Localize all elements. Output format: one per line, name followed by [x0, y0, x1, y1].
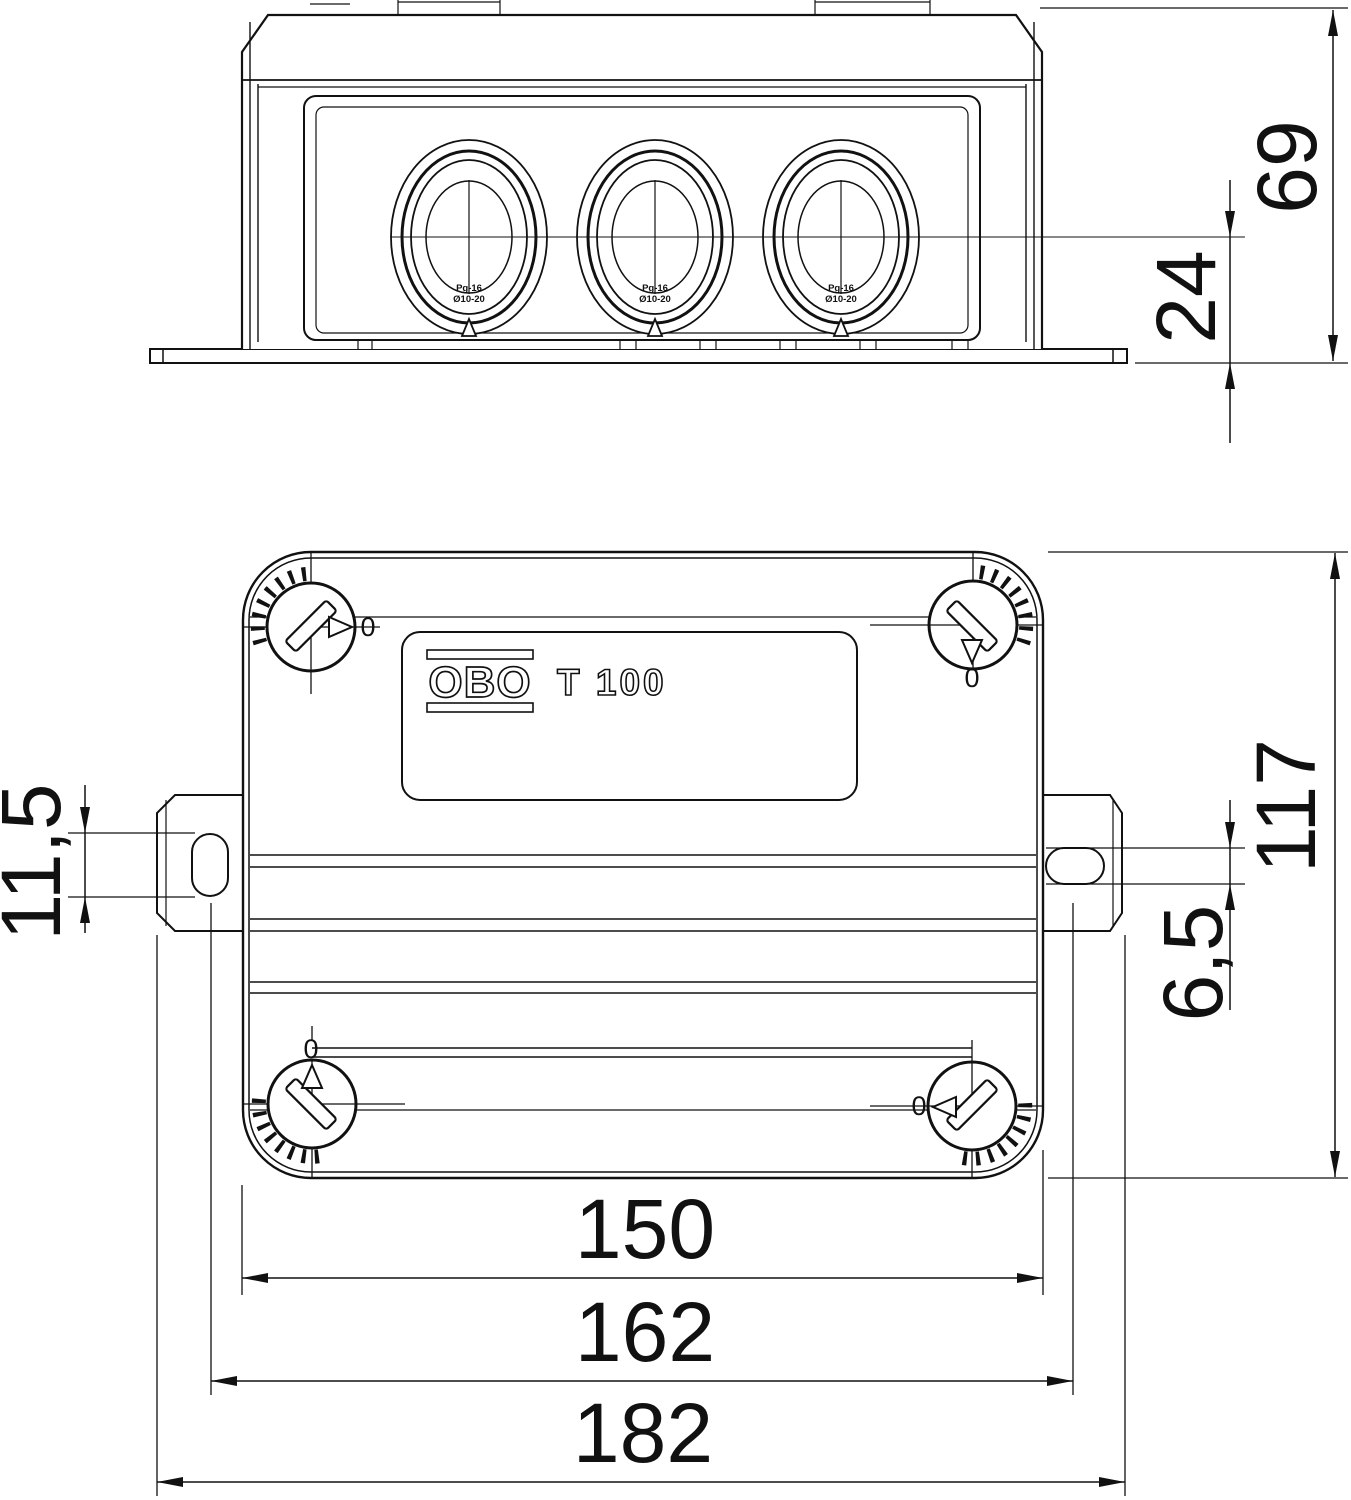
right-lug-slot: [1045, 847, 1105, 885]
lid-top-fragments: [310, 0, 931, 15]
left-lug-slot: [191, 833, 229, 897]
dim-162: 162: [210, 903, 1074, 1395]
label-plate: OBO T 100: [401, 631, 858, 801]
dim-base-center-label: 24: [1139, 250, 1233, 343]
grommet-marking-top: Pg-16: [456, 283, 482, 294]
side-view: Pg-16 Ø10-20 Pg-16 Ø10-20 Pg-16 Ø10-20: [149, 0, 1245, 364]
screw-zero-mark: 0: [360, 612, 375, 642]
dim-body-height-label: 117: [1239, 739, 1333, 873]
dim-11-5: 11,5: [0, 783, 195, 941]
screw-slots: [285, 600, 998, 1131]
lid-ribs: [250, 854, 1036, 1058]
grommet-pointer-triangles: [460, 316, 850, 337]
lid-surface-lines: [250, 616, 1036, 1111]
obo-logo-text: OBO: [428, 658, 531, 707]
base-plate: [149, 348, 1128, 364]
dim-overall-height-label: 69: [1240, 120, 1334, 213]
right-fixing-lug: [1043, 794, 1123, 932]
model-label: T 100: [557, 662, 667, 703]
grommet-marking-top: Pg-16: [828, 283, 854, 294]
grommet-marking-bottom: Ø10-20: [453, 294, 485, 305]
grommet-vertical-centerlines: [468, 180, 842, 294]
screw-zero-mark: 0: [911, 1091, 926, 1121]
obo-logo-top-bar: [426, 649, 534, 660]
dim-6-5: 6,5: [1046, 800, 1245, 1021]
obo-logo-bottom-bar: [426, 702, 534, 713]
dim-overall-width-label: 182: [573, 1386, 713, 1480]
top-view: 0 0 0 0 OBO T 100: [156, 550, 1123, 1180]
grommet-marking-bottom: Ø10-20: [825, 294, 857, 305]
grommet-marking-bottom: Ø10-20: [639, 294, 671, 305]
grommet-markings: Pg-16 Ø10-20 Pg-16 Ø10-20 Pg-16 Ø10-20: [453, 283, 857, 305]
dim-body-width-label: 150: [575, 1182, 715, 1276]
top-view-dimensions: 11,5 6,5 117 150: [0, 551, 1348, 1496]
left-fixing-lug: [156, 794, 243, 932]
dim-150: 150: [241, 1150, 1044, 1295]
screw-direction-triangles: [300, 615, 984, 1119]
screw-zero-mark: 0: [964, 663, 979, 693]
dim-slot-length-label: 11,5: [0, 783, 78, 940]
screw-zero-mark: 0: [303, 1034, 318, 1064]
side-wall-lines: [249, 22, 1035, 349]
corner-screws: 0 0 0 0: [265, 579, 1019, 1152]
lid-outline-inner: [248, 557, 1038, 1173]
dim-slot-width-label: 6,5: [1146, 905, 1240, 1022]
side-view-dimensions: 69 24: [1040, 7, 1348, 443]
grommet-marking-top: Pg-16: [642, 283, 668, 294]
bottom-clip-ticks: [357, 341, 969, 349]
dim-182: 182: [156, 935, 1126, 1496]
dim-fixing-centers-label: 162: [575, 1285, 715, 1379]
dim-117: 117: [1048, 551, 1348, 1179]
